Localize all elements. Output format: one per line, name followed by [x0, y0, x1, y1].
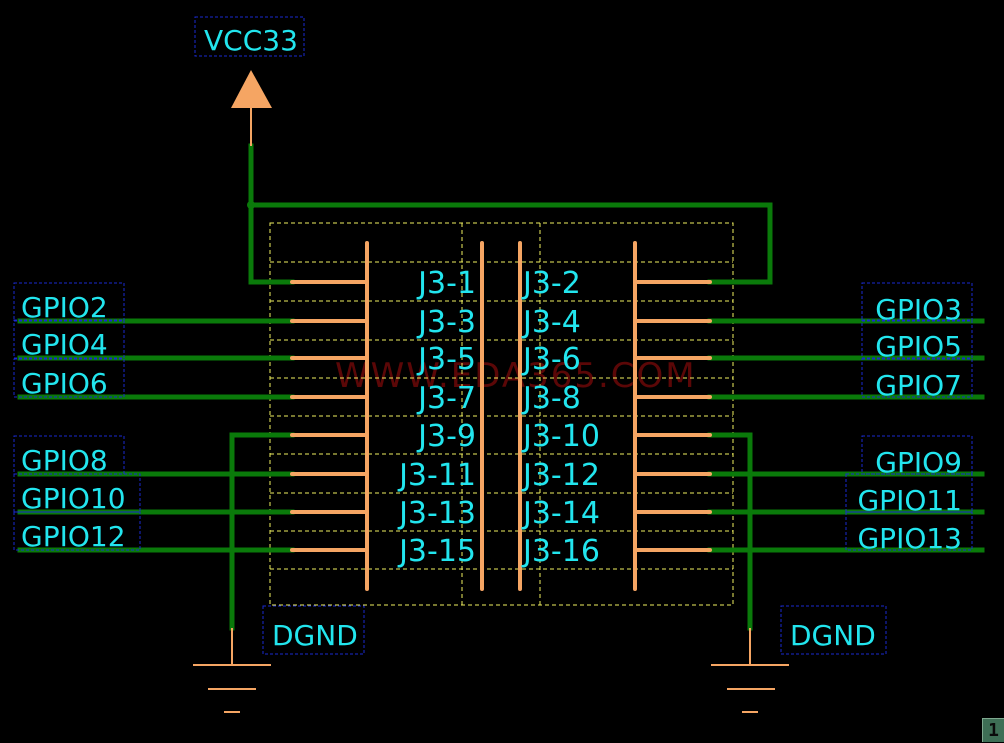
pin-label: J3-3	[416, 305, 476, 340]
net-label-dgnd-left[interactable]: DGND	[272, 619, 358, 652]
pin-label: J3-5	[416, 342, 476, 377]
wire-dgnd-right[interactable]	[707, 432, 753, 631]
net-label-gpio6[interactable]: GPIO6	[21, 367, 108, 400]
pin-label: J3-12	[521, 458, 600, 493]
net-label-gpio11[interactable]: GPIO11	[857, 484, 962, 517]
pin-label: J3-11	[397, 458, 476, 493]
net-label-gpio10[interactable]: GPIO10	[21, 482, 126, 515]
net-label-box	[194, 16, 305, 57]
net-label-gpio12[interactable]: GPIO12	[21, 520, 126, 553]
power-arrow-icon	[231, 70, 272, 108]
net-label-box	[262, 605, 365, 655]
pin-label: J3-2	[521, 266, 581, 301]
pin-label: J3-13	[397, 496, 476, 531]
net-label-box	[861, 282, 973, 322]
pin-label: J3-8	[521, 381, 581, 416]
pin-label: J3-6	[521, 342, 581, 377]
net-label-gpio4[interactable]: GPIO4	[21, 328, 108, 361]
net-label-dgnd-right[interactable]: DGND	[790, 619, 876, 652]
net-label-box	[13, 358, 125, 398]
net-label-gpio13[interactable]: GPIO13	[857, 522, 962, 555]
page-tab-button[interactable]: 1	[982, 718, 1004, 742]
watermark: WWW.EDA365.COM	[335, 356, 697, 396]
net-label-box	[13, 319, 125, 359]
pin-label: J3-7	[416, 381, 476, 416]
net-label-gpio2[interactable]: GPIO2	[21, 291, 108, 324]
net-label-box	[861, 319, 973, 359]
pin-label: J3-15	[397, 534, 476, 569]
wire-vcc33-pin2[interactable]	[248, 202, 773, 285]
pins	[290, 241, 712, 591]
connector-outline	[269, 222, 734, 606]
pin-label: J3-10	[521, 419, 600, 454]
pin-label: J3-1	[416, 266, 476, 301]
pin-label: J3-4	[521, 305, 581, 340]
net-label-box	[780, 605, 887, 655]
junction-dot	[247, 201, 255, 209]
pin-label: J3-9	[416, 419, 476, 454]
net-label-gpio5[interactable]: GPIO5	[875, 330, 962, 363]
net-label-box	[13, 511, 141, 551]
wire-dgnd-left[interactable]	[229, 432, 295, 631]
net-label-gpio7[interactable]: GPIO7	[875, 369, 962, 402]
power-symbol-vcc33[interactable]: VCC33	[194, 16, 305, 209]
ground-symbol-right[interactable]: DGND	[711, 605, 887, 713]
net-label-box	[845, 511, 973, 551]
net-label-vcc33[interactable]: VCC33	[204, 24, 298, 57]
net-label-gpio3[interactable]: GPIO3	[875, 293, 962, 326]
net-label-box	[861, 358, 973, 398]
pin-label: J3-14	[521, 496, 600, 531]
net-label-box	[13, 282, 125, 322]
wire-vcc33-pin1[interactable]	[248, 143, 295, 285]
outline-rect	[269, 222, 734, 606]
pin-label: J3-16	[521, 534, 600, 569]
net-label-gpio8[interactable]: GPIO8	[21, 444, 108, 477]
ground-symbol-left[interactable]: DGND	[193, 605, 365, 713]
